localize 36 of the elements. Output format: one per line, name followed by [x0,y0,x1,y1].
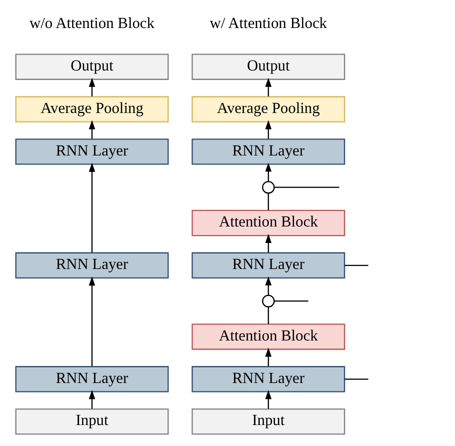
arrow [264,348,272,366]
connector [274,300,308,302]
node-box: Attention Block [191,210,345,236]
arrow [264,120,272,139]
arrow [264,162,272,182]
connector [267,193,268,210]
node-box: Input [14,408,168,435]
connector [274,186,339,188]
node-box: RNN Layer [14,366,168,392]
node-box: Attention Block [191,324,345,350]
node-box: RNN Layer [14,252,168,279]
connector [344,264,368,266]
arrow [88,78,95,96]
arrow [88,120,95,139]
arrow [264,390,272,409]
label: w/ Attention Block [209,15,327,32]
node-box: Average Pooling [14,96,168,122]
arrow [88,276,95,366]
connector [344,378,368,380]
node-box: Input [191,408,345,435]
arrow [264,78,272,96]
node-circle [262,180,274,194]
arrow [264,276,272,296]
arrow [88,162,95,252]
node-box: RNN Layer [191,252,345,279]
node-box: RNN Layer [191,138,345,165]
arrow [88,390,95,409]
node-circle [262,294,274,308]
arrow [264,234,272,253]
node-box: RNN Layer [191,366,345,392]
node-box: Average Pooling [191,96,345,122]
node-box: Output [14,54,168,80]
node-box: RNN Layer [14,138,168,165]
connector [267,307,268,324]
label: w/o Attention Block [29,15,154,32]
node-box: Output [191,54,345,80]
